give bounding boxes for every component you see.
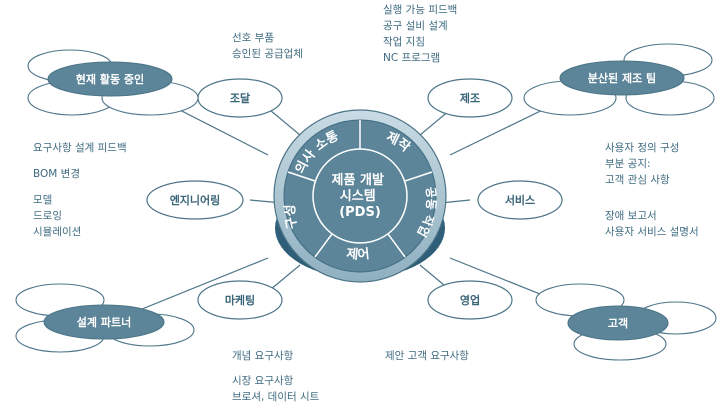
note-line: 선호 부품 <box>232 32 274 44</box>
note-sales: 제안 고객 요구사항 <box>385 348 469 364</box>
note-line: 사용자 서비스 설명서 <box>605 226 699 238</box>
note-line: 고객 관심 사항 <box>605 174 670 186</box>
note-line: 사용자 정의 구성 <box>605 142 680 154</box>
group-customers: 고객 <box>535 283 717 361</box>
group-design-partners: 설계 파트너 <box>15 283 195 353</box>
note-line: 실행 가능 피드백 <box>383 4 458 16</box>
node-engineering: 엔지니어링 <box>146 180 244 220</box>
note-line: 공구 설비 설계 <box>383 20 448 32</box>
svg-text:서비스: 서비스 <box>505 193 535 207</box>
svg-text:고객: 고객 <box>608 316 628 330</box>
node-procurement: 조달 <box>197 78 283 118</box>
group-distributed-team: 분산된 제조 팀 <box>523 43 715 116</box>
note-line: 승인된 공급업체 <box>232 48 303 60</box>
note-line: BOM 변경 <box>33 168 81 180</box>
note-line: 요구사항 설계 피드백 <box>33 142 127 154</box>
note-line: 시장 요구사항 <box>232 375 294 387</box>
svg-text:현재 활동 중인: 현재 활동 중인 <box>76 72 144 86</box>
node-service: 서비스 <box>477 180 563 220</box>
note-engineering-bom: BOM 변경 <box>33 166 80 182</box>
node-sales: 영업 <box>427 280 513 320</box>
note-line: 작업 지침 <box>383 36 425 48</box>
svg-text:분산된 제조 팀: 분산된 제조 팀 <box>588 71 656 85</box>
pds-hub: 의사 소통 제작 공동 작업 제어 구성 제품 개발 시스템 (PDS) <box>273 109 447 283</box>
note-line: 드로잉 <box>33 210 62 222</box>
svg-text:제조: 제조 <box>460 91 480 105</box>
node-marketing: 마케팅 <box>197 280 283 320</box>
svg-text:설계 파트너: 설계 파트너 <box>77 315 131 329</box>
note-line: 장애 보고서 <box>605 210 657 222</box>
node-manufacturing: 제조 <box>427 78 513 118</box>
hub-segment-label: 제어 <box>346 246 371 263</box>
svg-text:마케팅: 마케팅 <box>225 293 255 307</box>
svg-text:영업: 영업 <box>460 294 480 307</box>
hub-segment-label: 구성 <box>283 204 300 230</box>
note-marketing-concept: 개념 요구사항 <box>232 348 293 364</box>
hub-title: 제품 개발 시스템 (PDS) <box>332 172 389 220</box>
note-line: 부분 공지: <box>605 158 651 170</box>
note-line: 시뮬레이션 <box>33 226 82 238</box>
svg-text:조달: 조달 <box>230 92 250 105</box>
note-line: 모델 <box>33 194 53 206</box>
note-line: NC 프로그램 <box>383 52 441 64</box>
svg-text:엔지니어링: 엔지니어링 <box>170 193 221 207</box>
group-current-activity: 현재 활동 중인 <box>27 49 199 116</box>
note-engineering-feedback: 요구사항 설계 피드백 <box>33 140 127 156</box>
note-line: 개념 요구사항 <box>232 350 294 362</box>
note-line: 제안 고객 요구사항 <box>385 350 469 362</box>
note-line: 브로셔, 데이터 시트 <box>232 391 320 403</box>
